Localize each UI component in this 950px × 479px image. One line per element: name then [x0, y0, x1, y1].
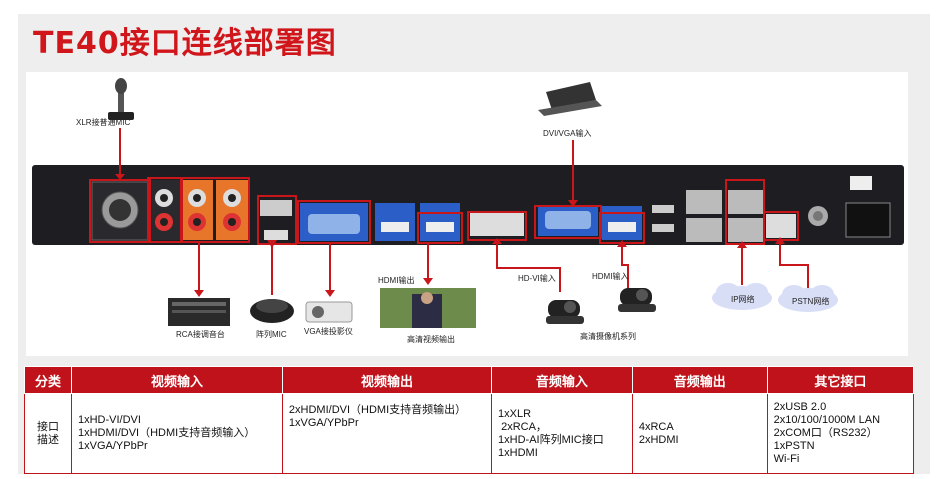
table-row: 接口 描述 1xHD-VI/DVI 1xHDMI/DVI（HDMI支持音频输入）… — [24, 393, 915, 474]
header-audio-output: 音频输出 — [631, 366, 768, 394]
header-audio-input: 音频输入 — [491, 366, 633, 394]
spec-line: Wi-Fi — [773, 453, 800, 465]
audio-output-cell: 4xRCA 2xHDMI — [631, 393, 768, 474]
other-interfaces-cell: 2xUSB 2.0 2x10/100/1000M LAN 2xCOM口（RS23… — [766, 393, 915, 474]
spec-line: 2xUSB 2.0 — [773, 401, 827, 413]
spec-line: 1xVGA/YPbPr — [288, 417, 359, 429]
label-vga-projector: VGA接投影仪 — [304, 327, 353, 336]
spec-line: 2xCOM口（RS232） — [773, 427, 878, 439]
label-hd-video-output: 高清视频输出 — [407, 335, 455, 344]
spec-line: 1xXLR — [498, 407, 532, 420]
label-hdmi-output: HDMI输出 — [378, 276, 415, 285]
video-input-cell: 1xHD-VI/DVI 1xHDMI/DVI（HDMI支持音频输入） 1xVGA… — [71, 393, 283, 474]
label-dvi-vga-input: DVI/VGA输入 — [543, 129, 592, 138]
spec-line: 1xHDMI — [498, 446, 538, 459]
interface-spec-table: 分类 视频输入 视频输出 音频输入 音频输出 其它接口 接口 描述 1xHD-V… — [24, 366, 915, 474]
video-output-cell: 2xHDMI/DVI（HDMI支持音频输出） 1xVGA/YPbPr — [281, 393, 493, 474]
spec-line: 1xPSTN — [773, 440, 815, 452]
category-cell: 接口 描述 — [24, 393, 72, 474]
header-category: 分类 — [24, 366, 72, 394]
rear-panel — [32, 165, 904, 245]
label-rca-mixer: RCA接调音台 — [176, 330, 225, 339]
spec-line: 4xRCA — [638, 420, 674, 433]
header-video-output: 视频输出 — [281, 366, 493, 394]
spec-line: 1xVGA/YPbPr — [78, 440, 148, 452]
label-hd-camera-series: 高清摄像机系列 — [580, 332, 636, 341]
label-xlr-mic: XLR接普通MIC — [76, 118, 131, 127]
spec-line: 2x10/100/1000M LAN — [773, 414, 881, 426]
table-header-row: 分类 视频输入 视频输出 音频输入 音频输出 其它接口 — [24, 366, 915, 394]
header-other-interfaces: 其它接口 — [766, 366, 915, 394]
label-ip-network: IP网络 — [731, 295, 755, 304]
category-line: 接口 — [37, 420, 59, 433]
header-video-input: 视频输入 — [71, 366, 283, 394]
category-line: 描述 — [37, 433, 59, 446]
label-hdmi-input: HDMI输入 — [592, 272, 629, 281]
spec-line: 2xHDMI — [638, 433, 679, 446]
label-array-mic: 阵列MIC — [256, 330, 287, 339]
spec-line: 2xRCA， — [498, 420, 547, 433]
label-pstn-network: PSTN网络 — [792, 297, 830, 306]
label-hdvi-input: HD-VI输入 — [518, 274, 556, 283]
spec-line: 1xHD-VI/DVI — [78, 414, 141, 426]
spec-line: 1xHD-AI阵列MIC接口 — [498, 433, 604, 446]
page-title: TE40接口连线部署图 — [33, 26, 337, 61]
audio-input-cell: 1xXLR 2xRCA， 1xHD-AI阵列MIC接口 1xHDMI — [491, 393, 633, 474]
spec-line: 1xHDMI/DVI（HDMI支持音频输入） — [78, 427, 256, 439]
spec-line: 2xHDMI/DVI（HDMI支持音频输出） — [288, 404, 467, 416]
